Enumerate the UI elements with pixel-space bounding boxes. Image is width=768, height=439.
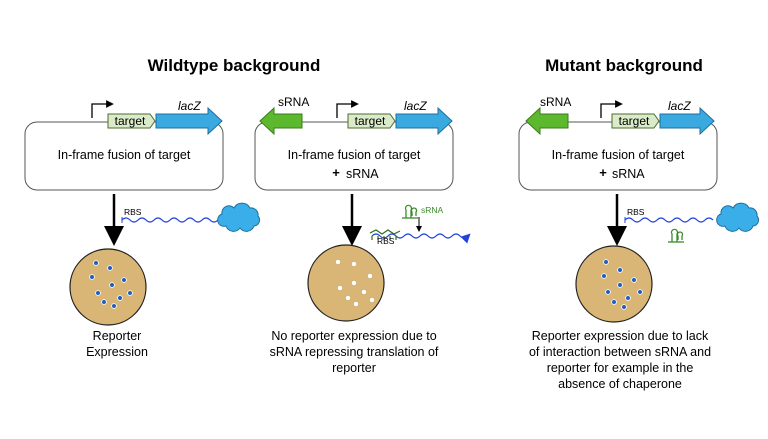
plus-srna-label: sRNA xyxy=(346,167,379,181)
colony xyxy=(603,259,609,265)
promoter-arrow-icon xyxy=(91,100,114,118)
panel-2: sRNA target lacZ In-frame fusion of targ… xyxy=(254,95,471,375)
agar-plate xyxy=(307,244,385,322)
rbs-label: RBS xyxy=(627,207,645,217)
agar-plate xyxy=(575,245,653,323)
colony xyxy=(601,273,607,279)
srna-hairpin-icon xyxy=(668,228,684,243)
fusion-label: In-frame fusion of target xyxy=(288,148,421,162)
caption-line: Expression xyxy=(86,345,148,359)
colony xyxy=(361,289,367,295)
colony xyxy=(621,304,627,310)
target-label: target xyxy=(115,114,146,128)
rbs-label: RBS xyxy=(124,207,142,217)
colony xyxy=(617,282,623,288)
colony xyxy=(625,295,631,301)
colony xyxy=(617,267,623,273)
colony xyxy=(611,299,617,305)
colony xyxy=(121,277,127,283)
lacz-gene xyxy=(395,106,453,136)
ribosome-cloud-icon xyxy=(716,202,760,232)
lacz-label: lacZ xyxy=(178,99,201,113)
target-gene xyxy=(611,113,660,129)
srna-small-label: sRNA xyxy=(421,205,444,215)
panel-1: target lacZ In-frame fusion of target RB… xyxy=(24,99,261,359)
colony xyxy=(605,289,611,295)
srna-hairpin-icon xyxy=(402,204,418,219)
target-label: target xyxy=(619,114,650,128)
plus-sign: + xyxy=(599,165,607,180)
ribosome-cloud-icon xyxy=(217,202,261,232)
colony xyxy=(351,280,357,286)
target-gene xyxy=(107,113,156,129)
colony xyxy=(93,260,99,266)
colony xyxy=(335,259,341,265)
caption-line: reporter xyxy=(332,361,376,375)
lacz-gene xyxy=(659,106,715,136)
caption-line: No reporter expression due to xyxy=(271,329,436,343)
colony xyxy=(337,285,343,291)
caption-line: Reporter xyxy=(93,329,142,343)
colony xyxy=(107,265,113,271)
plus-sign: + xyxy=(332,165,340,180)
colony xyxy=(95,290,101,296)
colony xyxy=(111,303,117,309)
agar-plate xyxy=(69,248,147,326)
rbs-label: RBS xyxy=(377,236,395,246)
target-label: target xyxy=(355,114,386,128)
bound-srna xyxy=(369,229,401,240)
blue-colonies xyxy=(601,259,643,310)
lacz-label: lacZ xyxy=(404,99,427,113)
srna-gene xyxy=(525,106,569,136)
mutant-title: Mutant background xyxy=(545,56,703,75)
colony xyxy=(369,297,375,303)
colony xyxy=(637,289,643,295)
srna-gene xyxy=(259,106,303,136)
fusion-label: In-frame fusion of target xyxy=(58,148,191,162)
blue-colonies xyxy=(89,260,133,309)
srna-label: sRNA xyxy=(278,95,309,109)
wavy-mrna-icon xyxy=(624,217,714,223)
colony xyxy=(109,282,115,288)
colony xyxy=(367,273,373,279)
fusion-label: In-frame fusion of target xyxy=(552,148,685,162)
colony xyxy=(117,295,123,301)
target-gene xyxy=(347,113,396,129)
colony xyxy=(345,295,351,301)
colony xyxy=(351,261,357,267)
lacz-label: lacZ xyxy=(668,99,691,113)
caption-line: absence of chaperone xyxy=(558,377,682,391)
promoter-arrow-icon xyxy=(336,100,359,118)
caption-line: Reporter expression due to lack xyxy=(532,329,709,343)
caption-line: of interaction between sRNA and xyxy=(529,345,711,359)
colony xyxy=(631,277,637,283)
colony xyxy=(127,290,133,296)
white-colonies xyxy=(335,259,375,307)
wavy-mrna-icon xyxy=(121,217,219,223)
colony xyxy=(89,274,95,280)
srna-label: sRNA xyxy=(540,95,571,109)
plus-srna-label: sRNA xyxy=(612,167,645,181)
caption-line: reporter for example in the xyxy=(547,361,694,375)
lacz-gene xyxy=(155,106,223,136)
wildtype-title: Wildtype background xyxy=(148,56,321,75)
colony xyxy=(353,301,359,307)
caption-line: sRNA repressing translation of xyxy=(270,345,439,359)
wavy-mrna-icon xyxy=(371,233,471,244)
panel-3: sRNA target lacZ In-frame fusion of targ… xyxy=(518,95,760,391)
colony xyxy=(101,299,107,305)
promoter-arrow-icon xyxy=(600,100,623,118)
